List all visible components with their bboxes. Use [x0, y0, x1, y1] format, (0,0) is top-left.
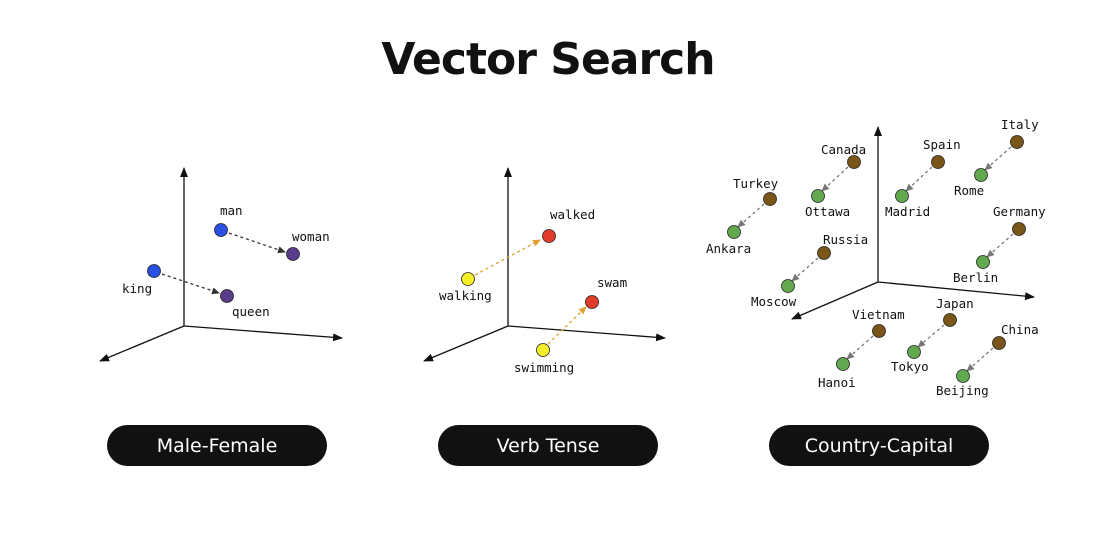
axes — [791, 126, 1035, 320]
point-moscow — [781, 279, 795, 293]
point-ankara — [727, 225, 741, 239]
point-walked — [542, 229, 556, 243]
point-germany — [1012, 222, 1026, 236]
point-berlin — [976, 255, 990, 269]
point-turkey — [763, 192, 777, 206]
point-queen — [220, 289, 234, 303]
axes — [423, 167, 666, 362]
point-spain — [931, 155, 945, 169]
point-hanoi — [836, 357, 850, 371]
point-rome — [974, 168, 988, 182]
point-madrid — [895, 189, 909, 203]
label-ottawa: Ottawa — [805, 204, 850, 219]
point-king — [147, 264, 161, 278]
arrow-man-woman — [228, 232, 286, 254]
point-swam — [585, 295, 599, 309]
arrow-king-queen — [161, 273, 220, 295]
point-walking — [461, 272, 475, 286]
label-walked: walked — [550, 207, 595, 222]
label-swam: swam — [597, 275, 627, 290]
caption-country-capital: Country-Capital — [769, 425, 989, 466]
label-germany: Germany — [993, 204, 1046, 219]
label-tokyo: Tokyo — [891, 359, 929, 374]
point-woman — [286, 247, 300, 261]
label-hanoi: Hanoi — [818, 375, 856, 390]
axes — [99, 167, 343, 362]
caption-male-female: Male-Female — [107, 425, 327, 466]
point-tokyo — [907, 345, 921, 359]
label-swimming: swimming — [514, 360, 574, 375]
label-canada: Canada — [821, 142, 866, 157]
caption-verb-tense: Verb Tense — [438, 425, 658, 466]
label-walking: walking — [439, 288, 492, 303]
label-ankara: Ankara — [706, 241, 751, 256]
label-russia: Russia — [823, 232, 868, 247]
point-swimming — [536, 343, 550, 357]
arrow-walking-walked — [474, 239, 541, 276]
page-title: Vector Search — [381, 34, 715, 85]
label-italy: Italy — [1001, 117, 1039, 132]
label-madrid: Madrid — [885, 204, 930, 219]
label-turkey: Turkey — [733, 176, 779, 191]
label-beijing: Beijing — [936, 383, 989, 398]
point-russia — [817, 246, 831, 260]
label-vietnam: Vietnam — [852, 307, 905, 322]
panel-verb-tense: walking walked swimming swam — [423, 167, 666, 375]
point-man — [214, 223, 228, 237]
point-canada — [847, 155, 861, 169]
label-japan: Japan — [936, 296, 974, 311]
label-china: China — [1001, 322, 1039, 337]
panel-male-female: man woman king queen — [99, 167, 343, 362]
point-vietnam — [872, 324, 886, 338]
country-arrows — [737, 146, 1014, 372]
label-rome: Rome — [954, 183, 984, 198]
label-woman: woman — [292, 229, 330, 244]
point-italy — [1010, 135, 1024, 149]
label-spain: Spain — [923, 137, 961, 152]
point-ottawa — [811, 189, 825, 203]
label-queen: queen — [232, 304, 270, 319]
point-beijing — [956, 369, 970, 383]
label-moscow: Moscow — [751, 294, 797, 309]
point-japan — [943, 313, 957, 327]
point-china — [992, 336, 1006, 350]
panel-country-capital: Canada Ottawa Spain Madrid Italy Rome Tu… — [706, 117, 1046, 398]
arrow-swimming-swam — [547, 306, 587, 345]
label-king: king — [122, 281, 152, 296]
label-man: man — [220, 203, 243, 218]
label-berlin: Berlin — [953, 270, 998, 285]
